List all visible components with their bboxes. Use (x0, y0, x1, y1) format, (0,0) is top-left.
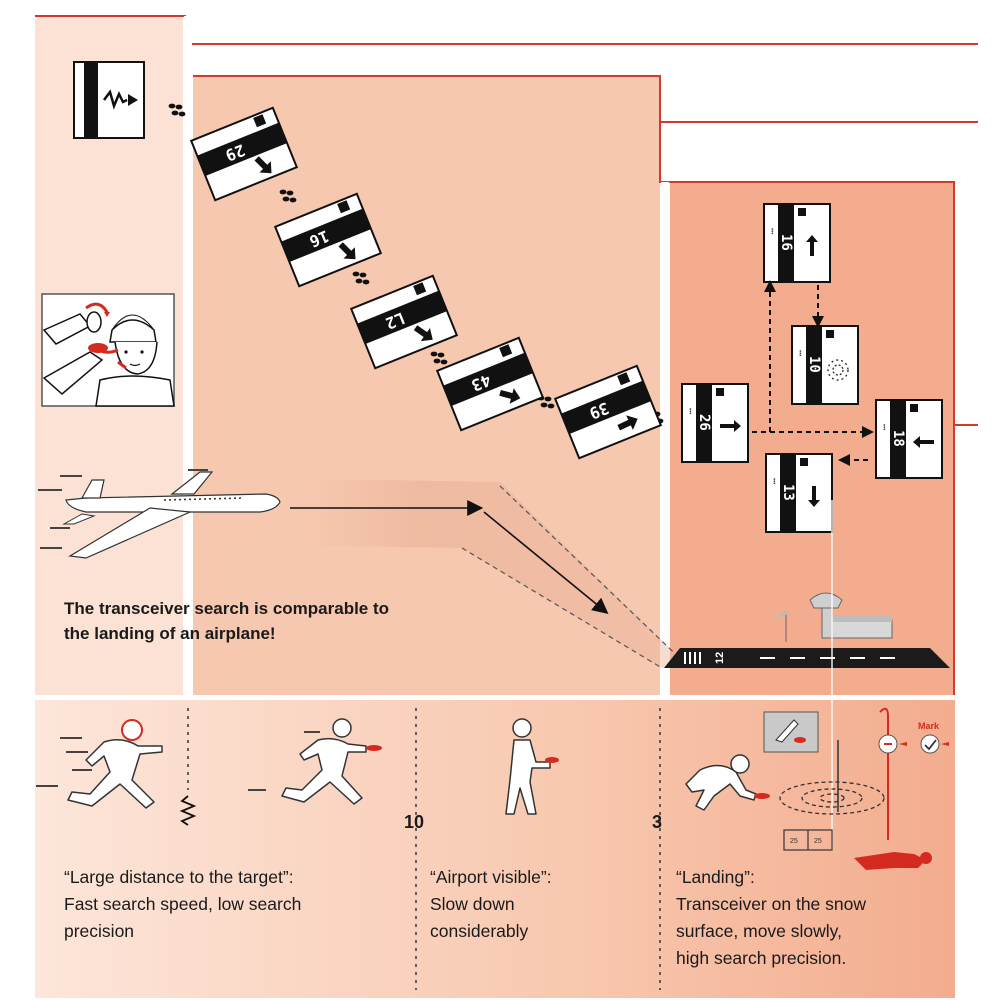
direction-arrow-icon (913, 436, 934, 448)
caption-far-phase: “Large distance to the target”: Fast sea… (64, 864, 301, 945)
headline: The transceiver search is comparable to … (64, 596, 389, 646)
approach-beam (270, 478, 691, 669)
direction-arrow-icon (806, 235, 818, 256)
runner-medium-icon (248, 718, 382, 805)
direction-arrow-icon (413, 325, 433, 342)
phase-separators (187, 708, 661, 990)
distance-marker-3: 3 (652, 812, 663, 832)
display-card-reading: 10 (806, 356, 822, 373)
caption-fine-line-3: surface, move slowly, (676, 921, 842, 941)
caption-coarse-line-1: “Airport visible”: (430, 867, 552, 887)
grid-marks: 25 25 (783, 829, 833, 851)
headline-line-1: The transceiver search is comparable to (64, 599, 390, 618)
display-card-center: 10 ••• (791, 325, 859, 405)
zigzag-marker (179, 795, 197, 826)
direction-arrow-icon (617, 415, 638, 431)
svg-text:•••: ••• (880, 424, 886, 430)
cross-arrowheads (764, 280, 874, 466)
caption-fine-line-2: Transceiver on the snow (676, 894, 866, 914)
svg-text:25: 25 (814, 838, 822, 845)
display-card-reading: 16 (778, 234, 794, 251)
phase-dividers (35, 16, 955, 700)
display-card: L2 (349, 274, 459, 370)
cross-search-cards: 26 ••• 16 ••• 10 ••• 18 ••• 13 ••• (681, 203, 943, 533)
display-card-reading: 26 (696, 414, 712, 431)
caption-far-line-3: precision (64, 921, 135, 941)
display-card-left: 26 ••• (681, 383, 749, 463)
display-card-right: 18 ••• (875, 399, 943, 479)
caption-fine-phase: “Landing”: Transceiver on the snow surfa… (676, 864, 866, 972)
display-card-top: 16 ••• (763, 203, 831, 283)
display-card: 29 (189, 106, 299, 202)
display-card-reading: 18 (890, 430, 906, 447)
runner-fast-icon (36, 719, 163, 809)
svg-text:•••: ••• (768, 228, 774, 234)
display-card: 43 (435, 336, 545, 432)
caption-fine-line-1: “Landing”: (676, 867, 755, 887)
caption-fine-line-4: high search precision. (676, 948, 847, 968)
probe-inset-icon (763, 711, 819, 753)
signal-rings-icon (832, 364, 844, 376)
direction-arrow-icon (338, 242, 356, 260)
probe-and-victim: Mark (854, 707, 949, 870)
walker-icon (505, 718, 559, 815)
direction-arrow-icon (254, 156, 272, 174)
mark-label: Mark (918, 721, 940, 731)
svg-text:•••: ••• (770, 478, 776, 484)
direction-arrow-icon (808, 486, 820, 507)
direction-arrow-icon (720, 420, 741, 432)
caption-far-line-1: “Large distance to the target”: (64, 867, 294, 887)
direction-arrow-icon (499, 388, 521, 404)
crouching-searcher-icon (685, 754, 770, 811)
display-card-bottom: 13 ••• (765, 453, 833, 533)
start-display-card (73, 61, 145, 139)
display-card: 16 (273, 192, 383, 288)
caption-coarse-line-3: considerably (430, 921, 529, 941)
display-card: 39 (553, 364, 663, 460)
svg-text:•••: ••• (686, 408, 692, 414)
caption-coarse-phase: “Airport visible”: Slow down considerabl… (430, 864, 552, 945)
pinpoint-search-rings (779, 781, 885, 815)
runway-illustration: 12 (664, 648, 950, 668)
airplane-icon (38, 469, 281, 559)
airport-tower-icon (772, 592, 893, 642)
svg-text:25: 25 (790, 838, 798, 845)
runway-number: 12 (714, 652, 726, 664)
headline-line-2: the landing of an airplane! (64, 624, 276, 643)
caption-coarse-line-2: Slow down (430, 894, 515, 914)
caption-far-line-2: Fast search speed, low search (64, 894, 302, 914)
svg-text:•••: ••• (796, 350, 802, 356)
display-card-reading: 13 (780, 484, 796, 501)
distance-marker-10: 10 (404, 812, 425, 832)
operator-illustration (41, 293, 175, 407)
